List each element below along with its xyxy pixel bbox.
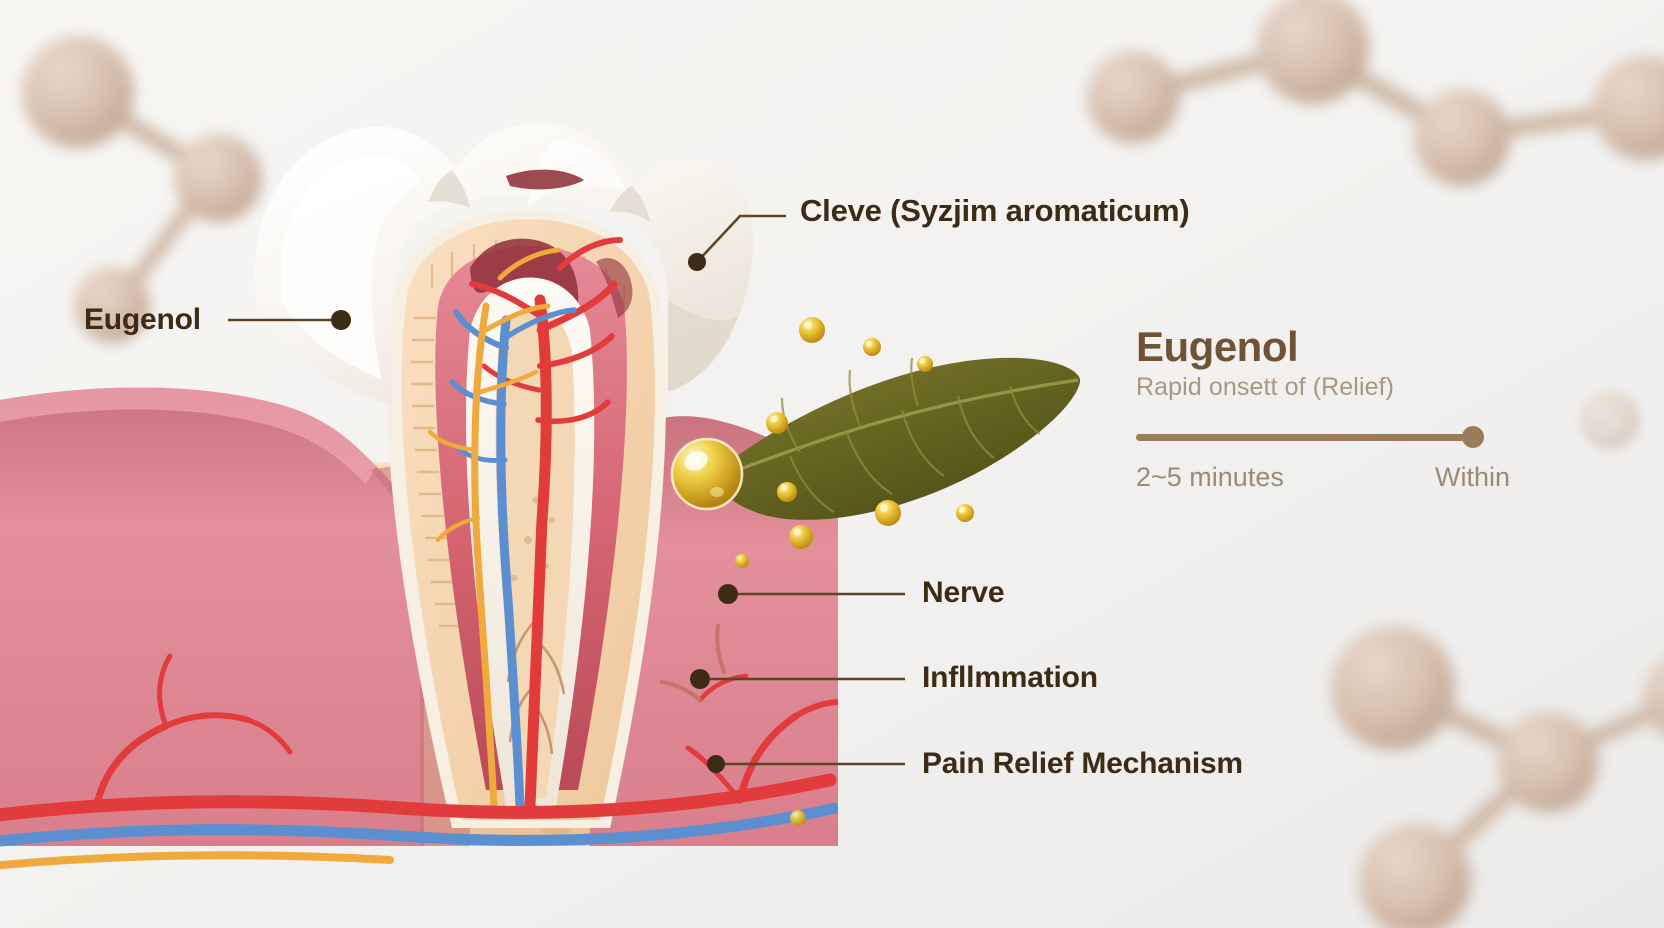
timeline-start-label: 2~5 minutes xyxy=(1136,462,1284,493)
eugenol-droplets xyxy=(735,317,974,826)
eugenol-droplet-large xyxy=(670,437,744,511)
oil-droplet xyxy=(799,317,825,343)
callout-label-clove: Cleve (Syzjim aromaticum) xyxy=(800,193,1190,228)
timeline-labels: 2~5 minutes Within xyxy=(1136,462,1510,496)
oil-droplet xyxy=(863,338,881,356)
info-panel-subtitle: Rapid onsett of (Relief) xyxy=(1136,373,1395,402)
oil-droplet xyxy=(735,554,749,568)
oil-droplet xyxy=(789,525,813,549)
oil-droplet xyxy=(956,504,974,522)
leaf-veins xyxy=(780,357,1041,513)
enamel-crown xyxy=(254,123,754,405)
callout-dot-nerve xyxy=(718,584,738,604)
callout-label-nerve: Nerve xyxy=(922,576,1005,609)
oil-droplet xyxy=(917,356,933,372)
oil-droplet xyxy=(777,482,797,502)
molecule-cluster-top-right xyxy=(1087,0,1664,186)
dentin-tubules xyxy=(411,316,461,628)
oil-droplet xyxy=(766,412,788,434)
oil-droplet xyxy=(875,500,901,526)
callout-label-eugenol: Eugenol xyxy=(84,303,201,336)
eugenol-info-panel: Eugenol Rapid onsett of (Relief) 2~5 min… xyxy=(1136,323,1536,496)
callout-dot-inflammation xyxy=(690,669,710,689)
artery-branches xyxy=(469,237,623,812)
nerve-fibers xyxy=(427,247,561,810)
molecule-cluster-bottom-right xyxy=(1331,626,1664,928)
callout-dot-pain-relief xyxy=(707,755,725,773)
timeline-knob[interactable] xyxy=(1462,426,1484,449)
callout-dot-eugenol xyxy=(331,310,351,330)
molecule-accent xyxy=(1580,390,1640,450)
callout-label-inflammation: Infllmmation xyxy=(922,661,1098,694)
oil-droplet xyxy=(790,810,806,826)
callout-label-pain-relief: Pain Relief Mechanism xyxy=(922,747,1243,780)
leader-line-clove xyxy=(696,214,786,263)
info-panel-title: Eugenol xyxy=(1136,323,1299,370)
bone-vasculature xyxy=(0,624,838,870)
onset-timeline xyxy=(1136,426,1484,449)
timeline-track xyxy=(1136,434,1466,442)
molecule-cluster-top-left xyxy=(22,36,262,343)
pulp-vessels xyxy=(427,237,623,812)
timeline-end-label: Within xyxy=(1434,462,1510,493)
callout-dot-clove xyxy=(688,253,706,271)
